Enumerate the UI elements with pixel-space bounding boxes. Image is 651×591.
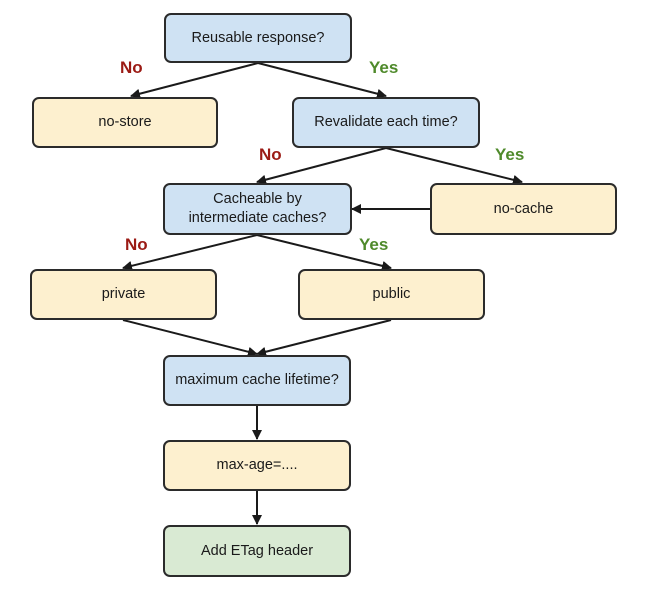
- private-text: private: [101, 286, 146, 302]
- yes-label-reusable: Yes: [369, 58, 399, 77]
- edge-revalidate-no-cache: [385, 147, 523, 185]
- max-lifetime-node: maximum cache lifetime?: [163, 355, 351, 406]
- revalidate-node: Revalidate each time?: [292, 97, 480, 148]
- edge-cacheable-public: [256, 234, 392, 271]
- no-store-node: no-store: [32, 97, 218, 148]
- etag-text: Add ETag header: [200, 542, 314, 559]
- cacheable-text: Cacheable by intermediate caches?: [188, 191, 327, 226]
- no-label-cacheable: No: [125, 235, 148, 254]
- edge-reusable-no-store: [130, 62, 259, 99]
- etag-node: Add ETag header: [163, 525, 351, 577]
- max-age-node: max-age=....: [163, 440, 351, 491]
- max-age-text: max-age=....: [216, 457, 298, 473]
- public-node: public: [298, 269, 485, 320]
- edge-private-max-lifetime: [122, 319, 258, 357]
- no-cache-text: no-cache: [493, 200, 554, 217]
- public-text: public: [372, 286, 411, 302]
- no-store-text: no-store: [98, 114, 152, 130]
- no-cache-node: no-cache: [430, 183, 617, 235]
- reusable-response-text: Reusable response?: [191, 29, 325, 46]
- edge-cacheable-private: [122, 234, 258, 271]
- edge-public-max-lifetime: [256, 319, 392, 357]
- private-node: private: [30, 269, 217, 320]
- no-label-reusable: No: [120, 58, 143, 77]
- max-lifetime-text: maximum cache lifetime?: [175, 372, 339, 388]
- revalidate-text: Revalidate each time?: [314, 114, 458, 130]
- edge-revalidate-cacheable: [256, 147, 387, 185]
- reusable-response-node: Reusable response?: [164, 13, 352, 63]
- no-label-revalidate: No: [259, 145, 282, 164]
- edge-reusable-revalidate: [257, 62, 387, 99]
- yes-label-revalidate: Yes: [495, 145, 525, 164]
- yes-label-cacheable: Yes: [359, 235, 389, 254]
- cacheable-node: Cacheable by intermediate caches?: [163, 183, 352, 235]
